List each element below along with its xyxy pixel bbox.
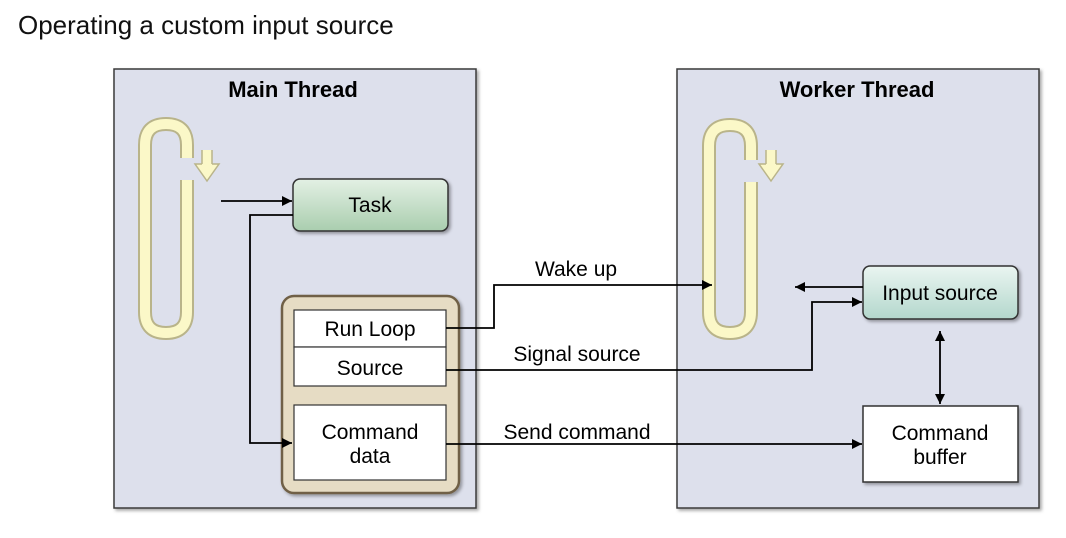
command-buffer-label-line2: buffer bbox=[913, 446, 966, 469]
source-cell bbox=[293, 346, 447, 387]
input-source-container: Run Loop Source Command data bbox=[280, 294, 461, 495]
input-source-box: Input source bbox=[862, 265, 1019, 320]
task-box: Task bbox=[292, 178, 449, 232]
send-command-label: Send command bbox=[503, 421, 650, 444]
main-thread-title: Main Thread bbox=[228, 77, 358, 102]
wake-up-label: Wake up bbox=[535, 258, 617, 281]
input-source-label: Input source bbox=[882, 282, 998, 305]
command-data-cell bbox=[293, 404, 447, 481]
command-buffer-label-line1: Command bbox=[892, 422, 989, 445]
signal-source-arrow bbox=[446, 297, 862, 371]
signal-source-label: Signal source bbox=[513, 343, 640, 366]
worker-thread-title: Worker Thread bbox=[780, 77, 935, 102]
run-loop-cell bbox=[293, 309, 447, 348]
diagram-caption: Operating a custom input source bbox=[18, 10, 394, 40]
command-buffer-box: Command buffer bbox=[862, 405, 1019, 483]
command-data-label-line1: Command bbox=[322, 421, 419, 444]
command-data-label-line2: data bbox=[350, 445, 391, 468]
worker-run-loop-icon bbox=[702, 117, 785, 341]
main-run-loop-icon bbox=[138, 116, 221, 341]
run-loop-label: Run Loop bbox=[324, 318, 415, 341]
task-to-command-data-arrow bbox=[249, 214, 293, 448]
wake-up-arrow bbox=[446, 280, 712, 329]
task-label: Task bbox=[348, 194, 392, 217]
source-label: Source bbox=[337, 357, 404, 380]
